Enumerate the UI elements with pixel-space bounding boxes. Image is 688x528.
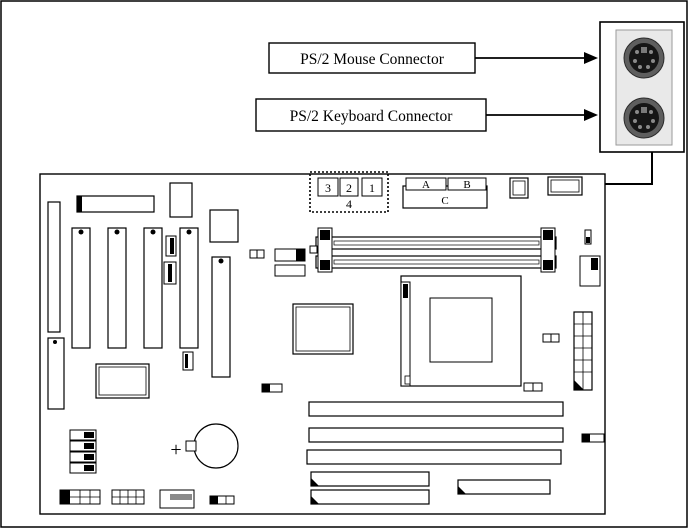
ir-header xyxy=(159,489,195,509)
isa-slot-2 xyxy=(310,489,430,505)
vertical-chip-3 xyxy=(143,227,163,349)
pci-slot-1 xyxy=(308,401,564,417)
battery: + xyxy=(170,423,239,469)
cpu-socket xyxy=(400,275,522,387)
atx-power-connector xyxy=(573,311,593,391)
io-controller-chip xyxy=(95,363,150,399)
ps2-connector-panel xyxy=(599,21,685,153)
port-b-box xyxy=(447,177,487,191)
vertical-chip-1 xyxy=(71,227,91,349)
header-group: 3 2 1 4 xyxy=(309,171,389,213)
mouse-arrow-head xyxy=(584,52,598,64)
pci-slot-2 xyxy=(308,427,564,443)
bios-chip xyxy=(76,195,155,213)
keyboard-port-icon xyxy=(623,97,665,139)
front-panel-header xyxy=(59,489,101,505)
keyboard-arrow-head xyxy=(584,109,598,121)
vertical-chip-5 xyxy=(211,256,231,378)
mouse-label-box xyxy=(268,42,476,74)
mouse-port-icon xyxy=(623,37,665,79)
mouse-connector-callout: PS/2 Mouse Connector xyxy=(268,42,598,74)
top-chip xyxy=(169,182,193,218)
dip-switch-bank xyxy=(69,429,97,474)
header-dotted-box xyxy=(309,171,389,213)
port-a-box xyxy=(405,177,447,191)
port-group: A B C xyxy=(402,177,488,209)
usb-header xyxy=(111,489,145,505)
vertical-chip-2 xyxy=(107,227,127,349)
pci-slot-3 xyxy=(306,449,562,465)
header-block-2-label: 2 xyxy=(346,181,352,195)
battery-plus-sign: + xyxy=(170,439,181,461)
clock-chip xyxy=(209,209,239,243)
header-block-1-label: 1 xyxy=(369,181,375,195)
keyboard-connector-label: PS/2 Keyboard Connector xyxy=(290,108,454,125)
small-connector xyxy=(274,264,306,277)
mouse-connector-label: PS/2 Mouse Connector xyxy=(300,51,445,68)
header-block-3-label: 3 xyxy=(325,181,331,195)
battery-cell xyxy=(193,423,239,469)
header-block-4-label: 4 xyxy=(346,197,352,211)
left-tall-slot-2 xyxy=(47,337,65,410)
north-bridge-chip xyxy=(292,303,354,355)
port-c-label: C xyxy=(441,195,448,207)
header-block-3 xyxy=(317,177,339,197)
vertical-chip-4 xyxy=(179,227,199,349)
isa-slot-1 xyxy=(310,471,430,487)
left-tall-slot-1 xyxy=(47,201,61,333)
agp-slot xyxy=(315,227,557,273)
port-a-label: A xyxy=(422,179,430,191)
header-block-1 xyxy=(361,177,383,197)
usb-connector xyxy=(509,177,529,199)
port-b-label: B xyxy=(463,179,470,191)
battery-terminal xyxy=(185,440,197,452)
keyboard-connector-callout: PS/2 Keyboard Connector xyxy=(255,98,598,132)
speaker-jumper xyxy=(209,495,235,505)
floppy-connector xyxy=(457,479,551,495)
ps2-board-connector xyxy=(547,176,583,196)
header-block-2 xyxy=(339,177,359,197)
